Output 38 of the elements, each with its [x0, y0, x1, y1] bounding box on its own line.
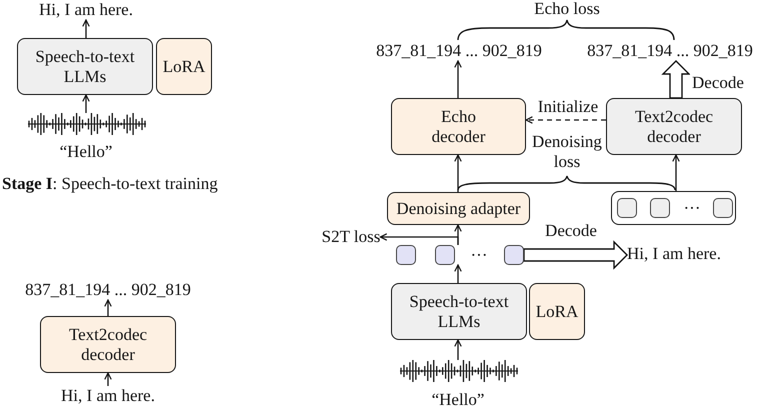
output-text: Hi, I am here.: [61, 386, 155, 406]
token-ids-text: 837_81_194 ... 902_819: [587, 41, 753, 61]
module-box: LoRA: [156, 38, 212, 95]
arrow: [454, 264, 462, 283]
module-box: Text2codec decoder: [40, 316, 176, 373]
module-box: Denoising adapter: [387, 192, 530, 225]
module-box: Echo decoder: [391, 98, 526, 155]
arrow: [104, 299, 112, 316]
output-text: Hi, I am here.: [39, 0, 133, 20]
module-box: LoRA: [529, 283, 585, 340]
block-arrow: [523, 240, 628, 270]
loss-label: S2T loss: [322, 227, 380, 247]
arrow: [82, 94, 90, 113]
token-ids-text: 837_81_194 ... 902_819: [376, 41, 542, 61]
quote-caption: “Hello”: [60, 142, 112, 162]
ellipsis-text: ···: [684, 200, 700, 216]
loss-label: Denoising loss: [531, 132, 603, 172]
module-box: Speech-to-text LLMs: [17, 38, 153, 95]
arrow: [104, 372, 112, 386]
loss-label: Echo loss: [534, 0, 600, 19]
output-text: Hi, I am here.: [627, 244, 721, 264]
quote-caption: “Hello”: [432, 390, 484, 410]
arrow: [672, 154, 680, 191]
block-arrow: [661, 60, 691, 99]
token-ids-text: 837_81_194 ... 902_819: [25, 280, 191, 300]
module-box: Speech-to-text LLMs: [391, 283, 527, 340]
dashed-arrow: [525, 116, 606, 124]
module-box: Text2codec decoder: [606, 98, 742, 155]
sound-wave-icon: [28, 113, 146, 135]
ellipsis-text: ···: [470, 246, 488, 264]
token-sequence-box: [611, 191, 736, 225]
arrow: [82, 19, 90, 38]
sound-wave-icon: [400, 360, 518, 382]
arrow: [454, 339, 462, 360]
stage-caption: Stage I: Speech-to-text training: [2, 174, 218, 194]
arrow: [454, 60, 462, 98]
arrow: [380, 233, 459, 245]
arrow: [454, 154, 462, 192]
